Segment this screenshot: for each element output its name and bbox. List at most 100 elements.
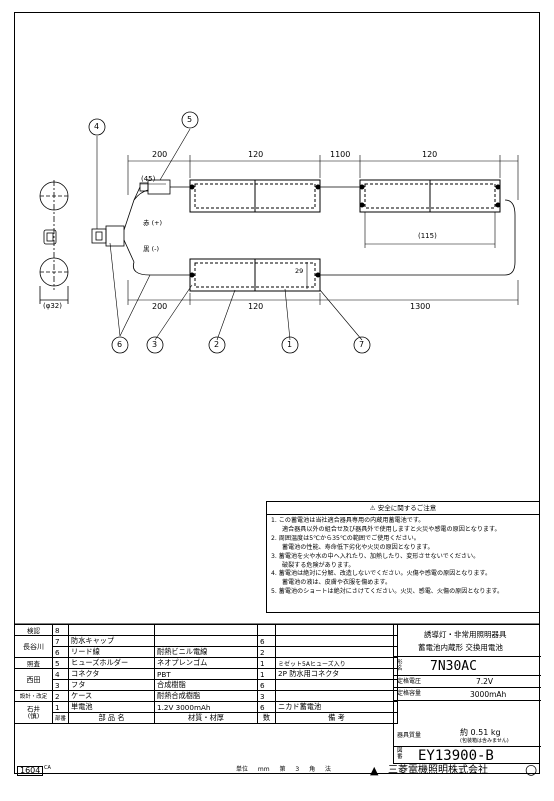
- dim-45: (45): [141, 175, 156, 183]
- product-line-1: 誘導灯・非常用照明器具: [424, 630, 507, 639]
- leaders: [96, 128, 363, 341]
- safety-item-3: 3. 蓄電池を火や水の中へ入れたり、加熱したり、変形させないでください。: [271, 552, 480, 560]
- part-qty: 1: [257, 657, 277, 669]
- part-no: 5: [51, 657, 70, 669]
- drawing-sheet: [14, 12, 540, 774]
- part-qty: 2: [257, 646, 277, 658]
- callout-circles: [88, 111, 371, 354]
- drawing-no-row: 図番 EY13900-B: [394, 747, 541, 764]
- table-header: 部番 部 品 名 材質・材厚 数 備 考: [15, 712, 399, 724]
- part-no: 6: [51, 646, 70, 658]
- part-material: [154, 624, 259, 636]
- model-number: 7N30AC: [430, 659, 477, 674]
- part-note: [275, 635, 399, 647]
- part-name: リード線: [68, 646, 156, 658]
- approval-role: 設計・改定: [14, 690, 53, 702]
- battery-case-2: [359, 179, 501, 213]
- table-row: 6 リード線 耐熱ビニル電線 2: [15, 646, 399, 658]
- safety-item-2-sub: 蓄電池の性能、寿命低下劣化や火災の原因となります。: [282, 543, 434, 551]
- approval-role: 検認: [14, 624, 53, 636]
- part-no: 4: [51, 668, 70, 680]
- warning-icon: ⚠: [369, 504, 378, 512]
- callout-7: 7: [359, 340, 365, 349]
- part-name: フタ: [68, 679, 156, 691]
- part-qty: 1: [257, 668, 277, 680]
- fuse-holder: [133, 179, 190, 201]
- wire-red-label: 赤 (+): [143, 219, 163, 227]
- part-material: PBT: [154, 668, 259, 680]
- dim-bottom-120: 120: [248, 302, 264, 311]
- part-name: [68, 624, 156, 636]
- voltage-label: 定格電圧: [397, 678, 422, 685]
- callout-3: 3: [152, 340, 158, 349]
- dim-top-200: 200: [152, 150, 168, 159]
- part-note: [275, 624, 399, 636]
- approval-name: 西田: [14, 668, 53, 691]
- safety-item-1-sub: 適合器具以外の組合せ及び器具外で使用しますと火災や感電の原因となります。: [282, 525, 501, 533]
- model-row: 形名 7N30AC: [394, 657, 541, 676]
- part-no: 7: [51, 635, 70, 647]
- connector: [91, 199, 135, 263]
- dim-top-1100: 1100: [330, 150, 351, 159]
- footer-unit: 単位 mm 第 3 角 法: [236, 766, 332, 773]
- safety-notes: ⚠ 安全に関するご注意 1. この蓄電池は当社適合器具専用の内蔵用蓄電池です。 …: [266, 501, 540, 613]
- header-no: 部番: [51, 712, 70, 724]
- drawing-no-label: 図番: [397, 748, 403, 760]
- company-name: 三菱電機照明株式会社: [388, 765, 488, 776]
- safety-item-2: 2. 周囲温度は5℃から35℃の範囲でご使用ください。: [271, 534, 420, 542]
- circle-mark-icon: ○: [525, 762, 538, 778]
- dim-29: 29: [295, 267, 304, 275]
- mass-row: 器具質量 約 0.51 kg (包装箱は含みません): [394, 727, 541, 747]
- part-qty: 3: [257, 690, 277, 702]
- safety-title: ⚠ 安全に関するご注意: [267, 502, 539, 515]
- safety-item-1: 1. この蓄電池は当社適合器具専用の内蔵用蓄電池です。: [271, 517, 425, 524]
- callout-1: 1: [287, 340, 293, 349]
- part-no: 8: [51, 624, 70, 636]
- part-note: ニカド蓄電池: [275, 701, 399, 713]
- footer-date: 1604: [17, 766, 44, 776]
- part-name: コネクタ: [68, 668, 156, 680]
- part-note: [275, 646, 399, 658]
- mass-note: (包装箱は含みません): [460, 738, 509, 744]
- voltage-row: 定格電圧 7.2V: [394, 676, 541, 688]
- approval-name: 長谷川: [14, 635, 53, 658]
- part-note: [275, 690, 399, 702]
- top-dimensions: [127, 155, 519, 289]
- table-row: 設計・改定 2 ケース 耐熱合成樹脂 3: [14, 690, 399, 702]
- header-qty: 数: [257, 712, 277, 724]
- product-line-2: 蓄電池内蔵形 交換用電池: [418, 643, 503, 652]
- footer-ca: CA: [44, 765, 51, 771]
- part-material: ネオプレンゴム: [154, 657, 259, 669]
- dim-32: (φ32): [43, 302, 62, 310]
- part-name: 防水キャップ: [68, 635, 156, 647]
- table-row: 3 フタ 合成樹脂 6: [15, 679, 399, 691]
- safety-item-4: 4. 蓄電池は絶対に分解、改造しないでください。火傷や感電の原因となります。: [271, 570, 492, 578]
- part-material: 耐熱合成樹脂: [154, 690, 259, 702]
- part-note: [275, 679, 399, 691]
- approval-role: 照査: [14, 657, 53, 669]
- dim-bottom-200: 200: [152, 302, 168, 311]
- table-row: 検認 8: [14, 624, 399, 636]
- bottom-dimensions: [127, 280, 519, 305]
- product-title: 誘導灯・非常用照明器具 蓄電池内蔵形 交換用電池: [394, 625, 541, 657]
- part-material: [154, 635, 259, 647]
- dim-bottom-1300: 1300: [410, 302, 431, 311]
- part-qty: [257, 624, 277, 636]
- part-no: 2: [51, 690, 70, 702]
- table-row: 西田 4 コネクタ PBT 1 2P 防水用コネクタ: [14, 668, 399, 691]
- header-name: 部 品 名: [68, 712, 156, 724]
- title-block: 誘導灯・非常用照明器具 蓄電池内蔵形 交換用電池 形名 7N30AC 定格電圧 …: [393, 624, 541, 764]
- callout-6: 6: [117, 340, 123, 349]
- part-name: ケース: [68, 690, 156, 702]
- capacity-row: 定格容量 3000mAh: [394, 688, 541, 701]
- mass-value: 約 0.51 kg: [460, 728, 501, 737]
- part-note: 2P 防水用コネクタ: [275, 668, 399, 680]
- part-qty: 6: [257, 679, 277, 691]
- approval-name: 石井 (慎): [14, 701, 53, 724]
- part-material: 耐熱ビニル電線: [154, 646, 259, 658]
- table-row: 照査 5 ヒューズホルダー ネオプレンゴム 1 ミゼット5Aヒューズ入り: [14, 657, 399, 669]
- part-qty: 6: [257, 701, 277, 713]
- dim-top-120b: 120: [422, 150, 438, 159]
- safety-item-3-sub: 破裂する危険があります。: [282, 561, 355, 569]
- dim-top-120a: 120: [248, 150, 264, 159]
